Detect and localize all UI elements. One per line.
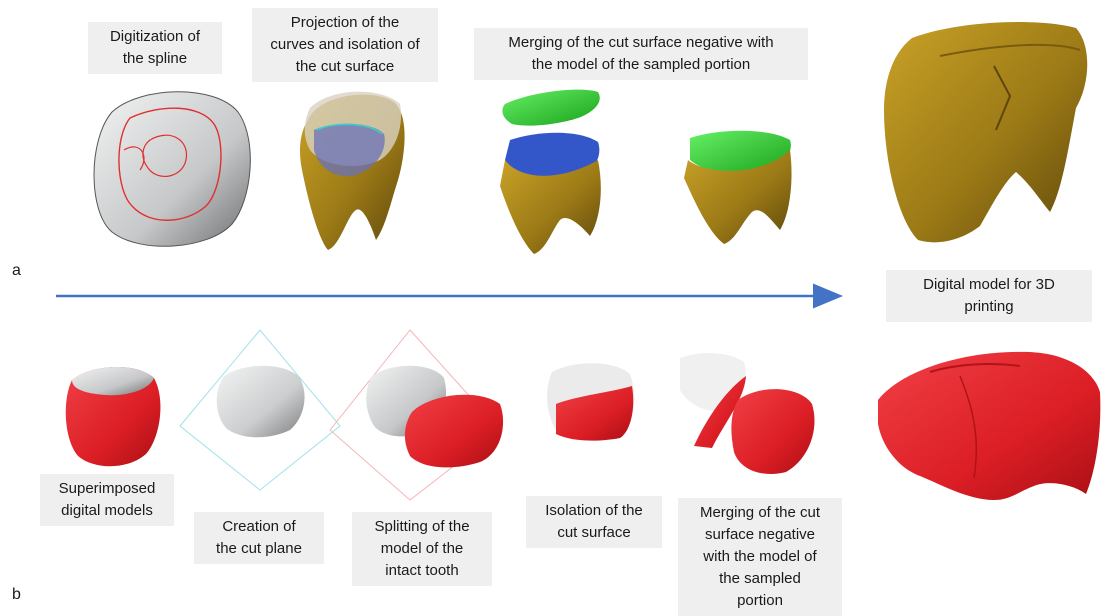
merging-combined-model — [684, 131, 792, 244]
panel-letter-a: a — [12, 262, 21, 280]
caption-merging-bottom: Merging of the cut surface negative with… — [678, 498, 842, 616]
caption-digital-model: Digital model for 3D printing — [886, 270, 1092, 322]
isolation-model — [547, 363, 634, 440]
caption-projection: Projection of the curves and isolation o… — [252, 8, 438, 82]
occlusal-crown-spline — [94, 92, 250, 247]
caption-splitting: Splitting of the model of the intact too… — [352, 512, 492, 586]
superimposed-models — [66, 367, 161, 466]
panel-letter-b: b — [12, 586, 21, 604]
splitting-model — [330, 330, 503, 500]
merging-red-model — [680, 353, 814, 474]
caption-creation: Creation of the cut plane — [194, 512, 324, 564]
caption-digitization: Digitization of the spline — [88, 22, 222, 74]
merging-separated-models — [500, 90, 601, 254]
cut-plane-model — [180, 330, 340, 490]
digital-model-gold — [884, 22, 1087, 242]
caption-superimposed: Superimposed digital models — [40, 474, 174, 526]
caption-merging-top: Merging of the cut surface negative with… — [474, 28, 808, 80]
caption-isolation: Isolation of the cut surface — [526, 496, 662, 548]
digital-model-red — [878, 352, 1100, 500]
projection-tooth — [300, 92, 405, 250]
